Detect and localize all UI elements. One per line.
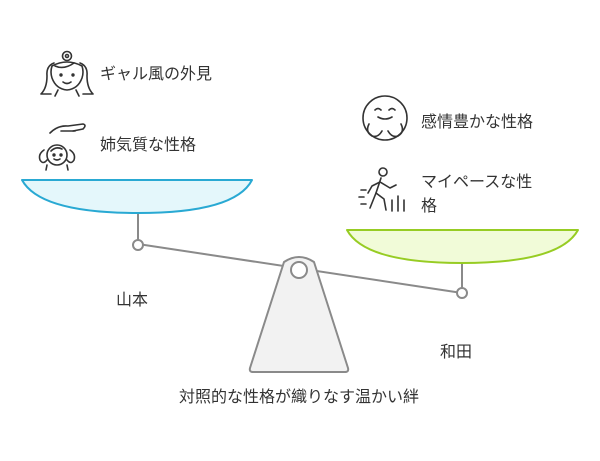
scale-fulcrum: [248, 256, 350, 373]
left-person-name: 山本: [116, 290, 148, 309]
right-trait-label-2-line1: マイペースな性: [421, 172, 532, 191]
girl-face-icon: [40, 50, 94, 97]
caring-hand-icon: [38, 123, 86, 171]
right-person-name: 和田: [440, 342, 472, 361]
hugging-face-icon: [362, 95, 408, 141]
right-scale-pan: [346, 229, 579, 264]
left-scale-pan: [21, 179, 253, 214]
right-trait-label-2-line2: 格: [421, 196, 437, 215]
left-pivot-dot: [132, 239, 144, 251]
fulcrum-pivot: [290, 261, 308, 279]
left-trait-label-1: ギャル風の外見: [100, 64, 212, 83]
right-trait-label-1: 感情豊かな性格: [421, 112, 533, 131]
left-trait-label-2: 姉気質な性格: [100, 135, 196, 154]
walking-person-icon: [358, 167, 405, 212]
diagram-caption: 対照的な性格が織りなす温かい絆: [179, 387, 419, 406]
right-pivot-dot: [456, 287, 468, 299]
